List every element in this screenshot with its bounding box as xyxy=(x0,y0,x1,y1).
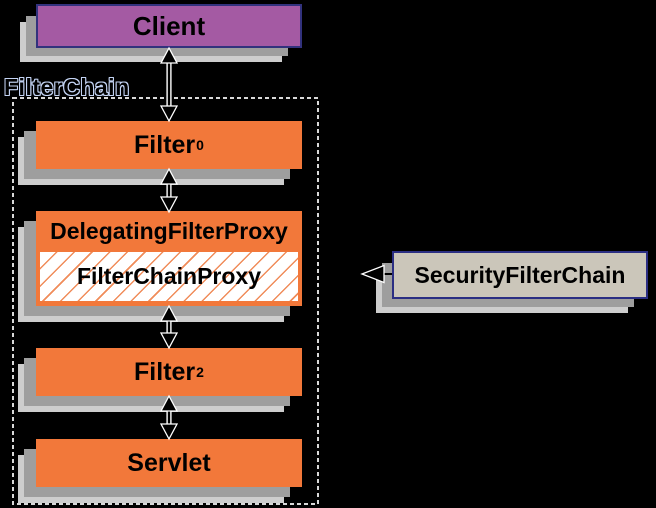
node-client: Client xyxy=(36,4,302,48)
node-filter0-subscript: 0 xyxy=(196,136,204,153)
filterchain-group-label: FilterChain xyxy=(4,74,130,100)
node-filter-chain-proxy-label: FilterChainProxy xyxy=(76,263,262,289)
node-security-filter-chain: SecurityFilterChain xyxy=(392,251,648,299)
node-delegating-filter-proxy: DelegatingFilterProxy FilterChainProxy xyxy=(36,211,302,306)
node-filter-chain-proxy: FilterChainProxy xyxy=(40,252,298,301)
node-security-filter-chain-label: SecurityFilterChain xyxy=(414,261,626,288)
node-client-label: Client xyxy=(132,10,206,41)
node-filter2-subscript: 2 xyxy=(196,363,204,380)
node-servlet-label: Servlet xyxy=(127,448,211,477)
node-servlet: Servlet xyxy=(36,439,302,487)
node-delegating-filter-proxy-label: DelegatingFilterProxy xyxy=(50,218,288,244)
